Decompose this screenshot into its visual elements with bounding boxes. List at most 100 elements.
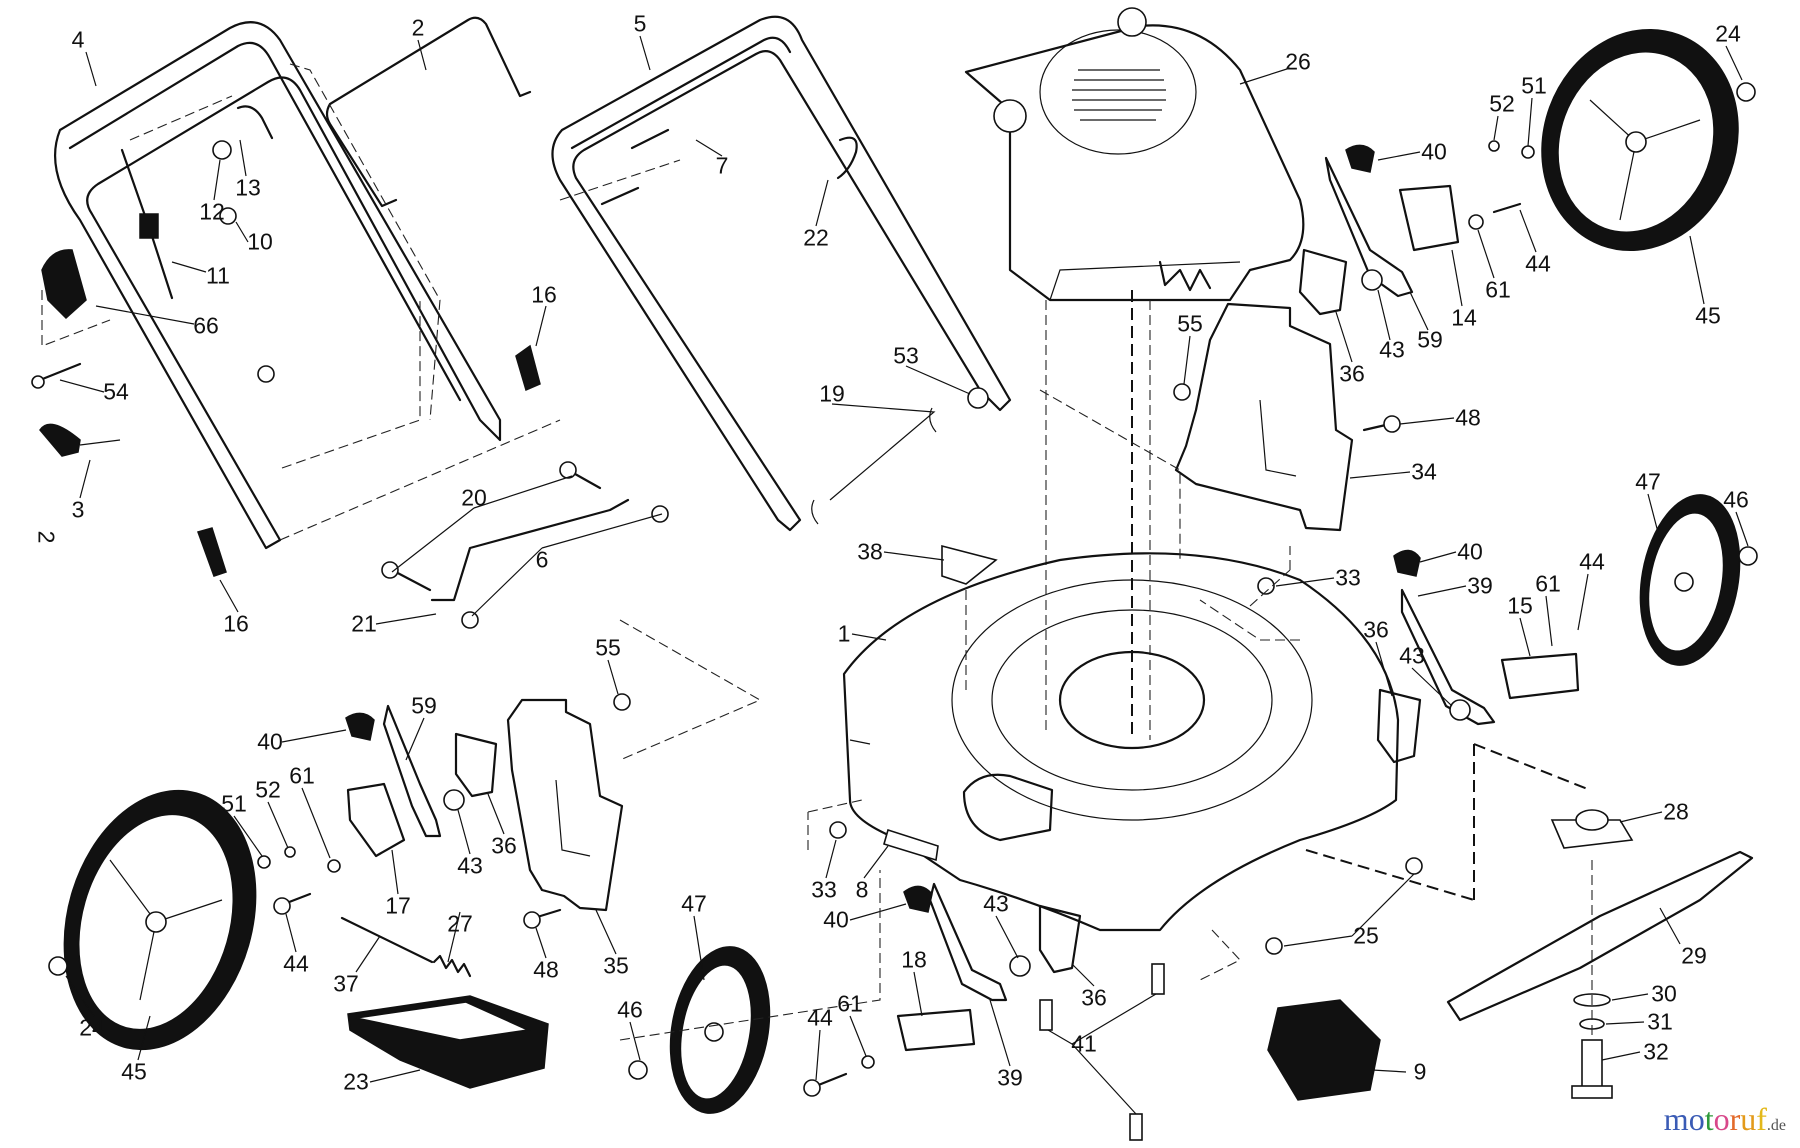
front-lever-part-39-left: [928, 882, 1008, 1002]
callout-part-55b: 55: [595, 634, 621, 661]
callout-part-38: 38: [857, 538, 883, 565]
rear-flap-part-23: [347, 995, 549, 1089]
callout-part-54: 54: [103, 378, 129, 405]
callout-part-14: 14: [1451, 304, 1477, 331]
rear-door-part-9: [1267, 999, 1381, 1101]
ratchet-part-36-fr: [1376, 688, 1422, 764]
ratchet-part-36-rr: [1298, 248, 1348, 316]
callout-part-40a: 40: [1421, 138, 1447, 165]
callout-part-36a: 36: [1339, 360, 1365, 387]
callout-part-19: 19: [819, 380, 845, 407]
cable-guide-part-13: [236, 105, 274, 140]
assembly-dashed-lines: [41, 63, 1300, 1041]
mower-deck-part-1: [842, 552, 1400, 932]
callout-part-16a: 16: [531, 281, 557, 308]
adjuster-plate-part-17: [346, 782, 406, 858]
callout-part-28: 28: [1663, 798, 1689, 825]
callout-part-36c: 36: [491, 832, 517, 859]
rear-wheel-part-45-right: [1541, 29, 1739, 251]
height-rod-part-6: [430, 498, 669, 629]
spacer-part-43-fr: [1449, 699, 1471, 721]
callout-part-2a: 2: [411, 14, 425, 41]
control-housing-part-66: [41, 249, 87, 320]
callout-part-16b: 16: [223, 610, 249, 637]
bracket-part-8: [883, 828, 939, 862]
nut-part-10-upper: [219, 207, 237, 225]
callout-part-45a: 45: [1695, 302, 1721, 329]
knob-part-16-upper: [515, 344, 541, 392]
callout-part-39b: 39: [997, 1064, 1023, 1091]
watermark-letter: o: [1688, 1101, 1705, 1137]
callout-part-43c: 43: [457, 852, 483, 879]
callout-part-39a: 39: [1467, 572, 1493, 599]
callout-part-55a: 55: [1177, 310, 1203, 337]
callout-part-47a: 47: [1635, 468, 1661, 495]
callout-part-53: 53: [893, 342, 919, 369]
callout-part-44a: 44: [1525, 250, 1551, 277]
callout-part-46b: 46: [617, 996, 643, 1023]
hair-pins-part-19: [811, 407, 937, 525]
callout-part-2b: 2: [33, 530, 60, 544]
wheel-nut-part-24-right: [1736, 82, 1756, 102]
callout-part-44d: 44: [807, 1004, 833, 1031]
ring-part-61-fl: [861, 1055, 875, 1069]
callout-part-37: 37: [333, 970, 359, 997]
callout-part-25: 25: [1353, 922, 1379, 949]
callout-part-40c: 40: [257, 728, 283, 755]
nut-part-33-right: [1257, 577, 1275, 595]
adjuster-plate-part-18: [896, 1008, 976, 1052]
callout-part-45b: 45: [121, 1058, 147, 1085]
callout-part-33a: 33: [1335, 564, 1361, 591]
cable-tie-part-22: [836, 136, 858, 180]
callout-part-36d: 36: [1081, 984, 1107, 1011]
callout-part-43b: 43: [1399, 642, 1425, 669]
nut-part-55-left: [613, 693, 631, 711]
cable-clip-part-53: [967, 387, 989, 409]
callout-part-27: 27: [447, 910, 473, 937]
engine-grille: [1072, 69, 1166, 121]
callout-part-3: 3: [71, 496, 85, 523]
bolts-part-20-21: [381, 461, 602, 592]
callout-part-59b: 59: [411, 692, 437, 719]
lever-cap-part-40-rl: [345, 712, 375, 741]
wheel-nut-part-46-left: [628, 1060, 648, 1080]
height-bracket-part-34: [1174, 302, 1354, 532]
callout-part-32: 32: [1643, 1038, 1669, 1065]
watermark-letter: r: [1729, 1101, 1741, 1137]
callout-part-9: 9: [1413, 1058, 1427, 1085]
callout-part-40d: 40: [823, 906, 849, 933]
engine-part-26: [964, 7, 1305, 302]
washers-part-51-52-61-left: [257, 846, 341, 873]
control-bar-part-2: [325, 16, 532, 208]
watermark-letter: u: [1740, 1101, 1757, 1137]
callout-part-13: 13: [235, 174, 261, 201]
decal-part-38: [941, 544, 998, 585]
bolts-part-41: [1039, 963, 1165, 1141]
height-bracket-part-35: [506, 698, 624, 912]
adjuster-lever-part-59-right: [1324, 156, 1414, 298]
callout-part-40b: 40: [1457, 538, 1483, 565]
callout-part-12: 12: [199, 198, 225, 225]
callout-part-46a: 46: [1723, 486, 1749, 513]
callout-part-31: 31: [1647, 1008, 1673, 1035]
adjuster-plate-part-14: [1398, 184, 1460, 252]
watermark-letter: o: [1713, 1101, 1730, 1137]
callout-part-61d: 61: [837, 990, 863, 1017]
callout-part-47b: 47: [681, 890, 707, 917]
blade-adapter-part-28: [1550, 809, 1634, 849]
watermark-tld: .de: [1766, 1117, 1786, 1134]
callout-part-10: 10: [247, 228, 273, 255]
callout-part-41: 41: [1071, 1030, 1097, 1057]
lever-cap-part-40-fl: [903, 885, 933, 913]
callout-part-30: 30: [1651, 980, 1677, 1007]
spacer-part-43-rl: [443, 789, 465, 811]
lever-cap-part-40-rr: [1345, 144, 1375, 173]
bolt-part-54: [31, 362, 82, 389]
screw-part-12: [212, 140, 232, 160]
leader-lines: [59, 35, 1749, 1115]
callout-part-59a: 59: [1417, 326, 1443, 353]
lever-cap-part-40-fr: [1393, 549, 1421, 577]
callout-part-5: 5: [633, 10, 647, 37]
